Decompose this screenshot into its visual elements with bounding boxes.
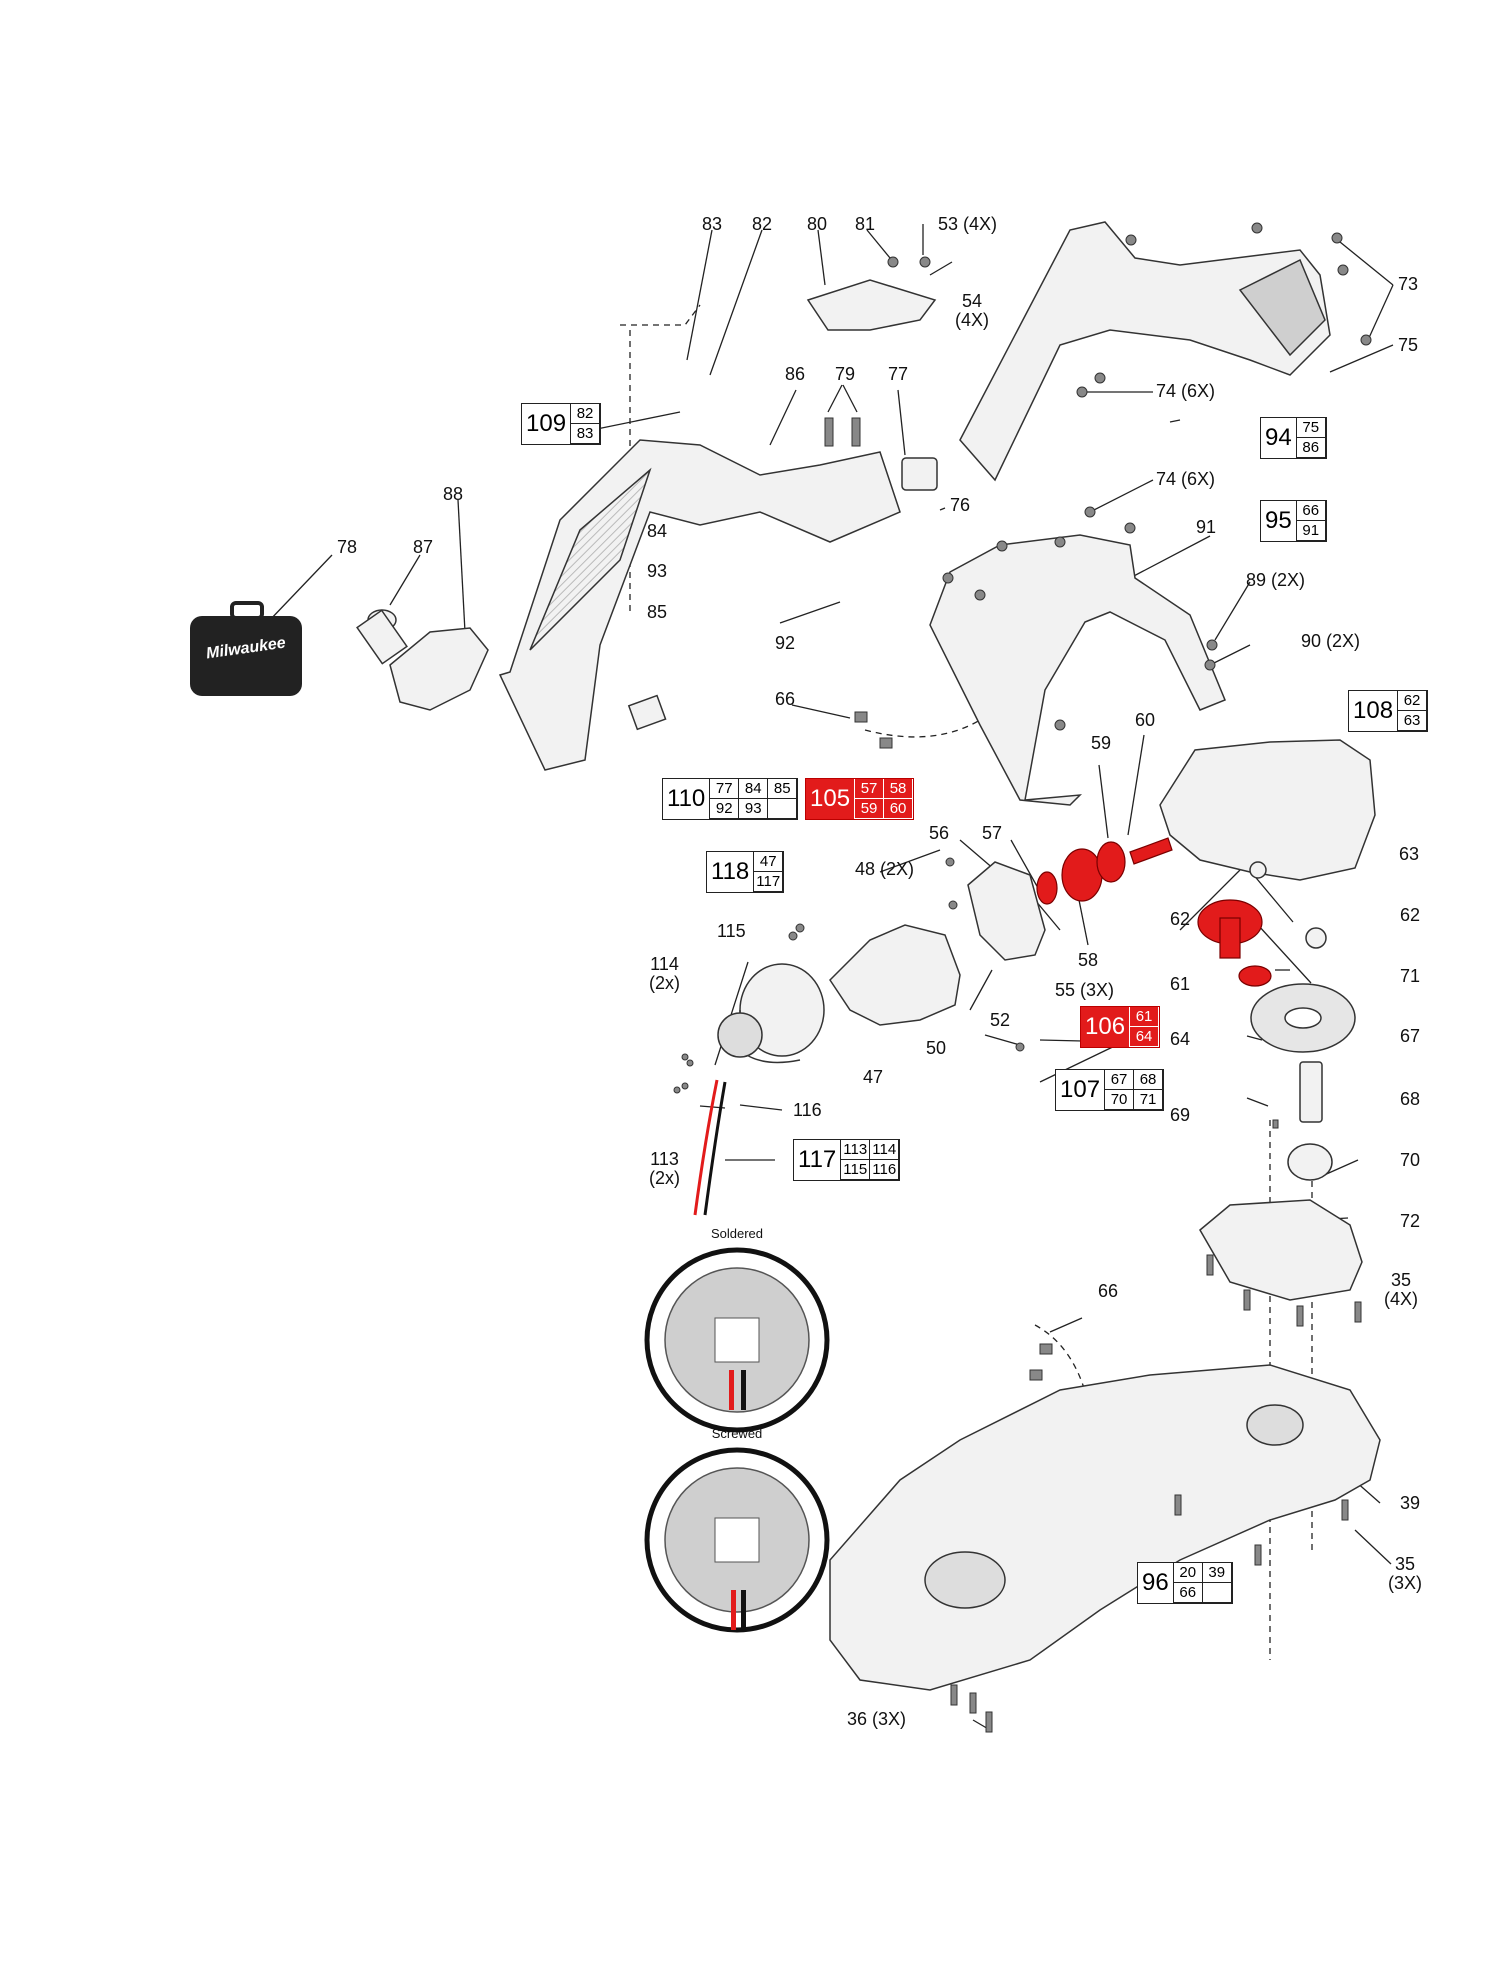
callout-74-top: 74 (6X) bbox=[1156, 381, 1216, 401]
callout-58: 58 bbox=[1078, 950, 1099, 970]
callout-84: 84 bbox=[647, 521, 668, 541]
callout-74-mid: 74 (6X) bbox=[1156, 469, 1216, 489]
callout-116: 116 bbox=[793, 1100, 822, 1120]
inset-label-screwed: Screwed bbox=[711, 1426, 763, 1441]
callout-67: 67 bbox=[1400, 1026, 1421, 1046]
callout-114: 114(2x) bbox=[649, 954, 680, 993]
callout-79: 79 bbox=[835, 364, 856, 384]
callout-64: 64 bbox=[1170, 1029, 1191, 1049]
callout-63: 63 bbox=[1399, 844, 1420, 864]
callout-93: 93 bbox=[647, 561, 668, 581]
inset-label-soldered: Soldered bbox=[710, 1226, 764, 1241]
callout-82: 82 bbox=[752, 214, 773, 234]
callout-81: 81 bbox=[855, 214, 876, 234]
callout-70: 70 bbox=[1400, 1150, 1421, 1170]
callout-75: 75 bbox=[1398, 335, 1419, 355]
callout-35-upper: 35(4X) bbox=[1384, 1270, 1419, 1309]
callout-56: 56 bbox=[929, 823, 950, 843]
callout-50: 50 bbox=[926, 1038, 947, 1058]
callout-77: 77 bbox=[888, 364, 909, 384]
callout-69: 69 bbox=[1170, 1105, 1191, 1125]
callout-91: 91 bbox=[1196, 517, 1217, 537]
callout-66-bottom: 66 bbox=[1098, 1281, 1119, 1301]
callout-78: 78 bbox=[337, 537, 358, 557]
callout-85: 85 bbox=[647, 602, 668, 622]
callout-76: 76 bbox=[950, 495, 971, 515]
callout-47: 47 bbox=[863, 1067, 884, 1087]
callout-39: 39 bbox=[1400, 1493, 1421, 1513]
callout-89: 89 (2X) bbox=[1246, 570, 1306, 590]
callout-57: 57 bbox=[982, 823, 1003, 843]
callout-35-lower: 35(3X) bbox=[1388, 1554, 1423, 1593]
callout-73: 73 bbox=[1398, 274, 1419, 294]
callout-36: 36 (3X) bbox=[847, 1709, 907, 1729]
callout-54: 54(4X) bbox=[955, 291, 990, 330]
callout-86: 86 bbox=[785, 364, 806, 384]
callout-90: 90 (2X) bbox=[1301, 631, 1361, 651]
callout-80: 80 bbox=[807, 214, 828, 234]
callout-53: 53 (4X) bbox=[938, 214, 998, 234]
callout-62-right: 62 bbox=[1400, 905, 1421, 925]
callout-115: 115 bbox=[717, 921, 746, 941]
callout-72: 72 bbox=[1400, 1211, 1421, 1231]
callout-62-left: 62 bbox=[1170, 909, 1191, 929]
callout-55: 55 (3X) bbox=[1055, 980, 1115, 1000]
callout-88: 88 bbox=[443, 484, 464, 504]
callout-83: 83 bbox=[702, 214, 723, 234]
callout-113: 113(2x) bbox=[649, 1149, 680, 1188]
callout-68: 68 bbox=[1400, 1089, 1421, 1109]
callout-66-top: 66 bbox=[775, 689, 796, 709]
callout-92: 92 bbox=[775, 633, 796, 653]
callout-61: 61 bbox=[1170, 974, 1191, 994]
callout-48: 48 (2X) bbox=[855, 859, 915, 879]
callout-59: 59 bbox=[1091, 733, 1112, 753]
carry-case-78 bbox=[190, 601, 302, 696]
callout-71: 71 bbox=[1400, 966, 1421, 986]
callout-52: 52 bbox=[990, 1010, 1011, 1030]
callout-60: 60 bbox=[1135, 710, 1156, 730]
callout-87: 87 bbox=[413, 537, 434, 557]
